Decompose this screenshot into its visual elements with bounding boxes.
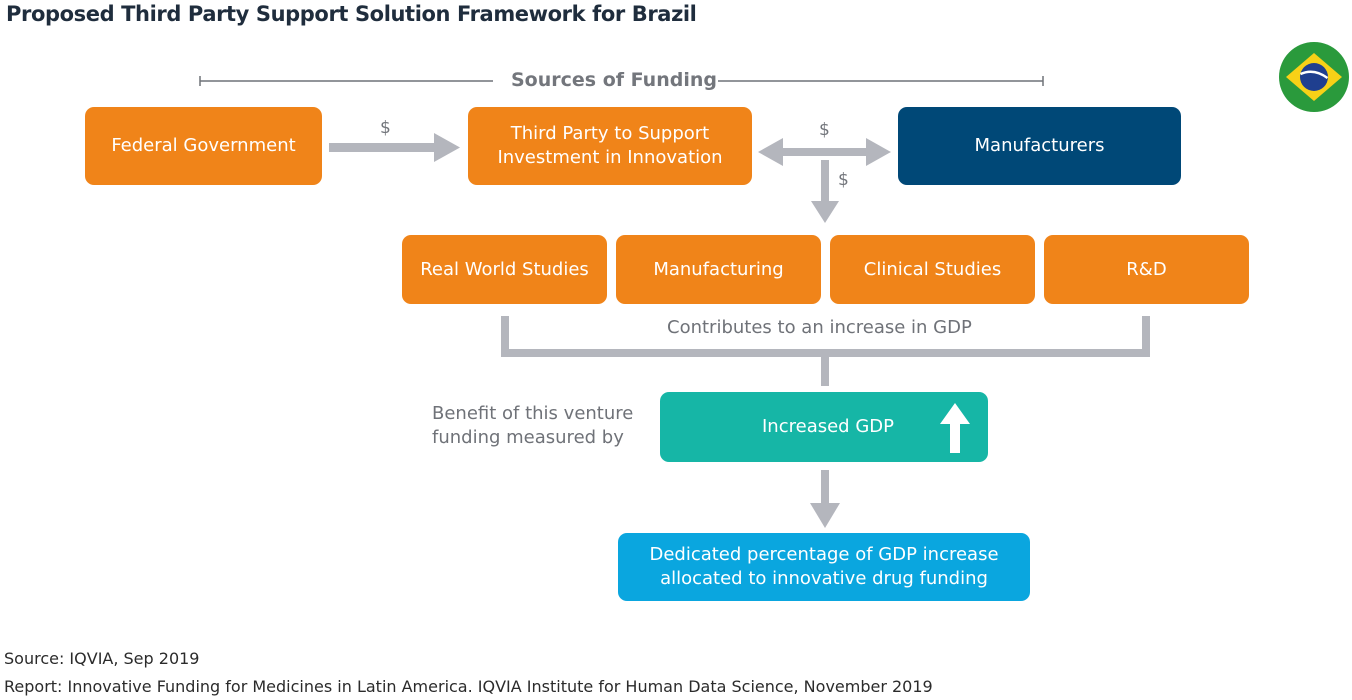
sources-of-funding-label: Sources of Funding [511,69,717,91]
increased-gdp-box: Increased GDP [660,392,988,462]
page-title: Proposed Third Party Support Solution Fr… [6,2,697,26]
real-world-studies-box: Real World Studies [402,235,607,304]
arrow-down-to-dedicated [810,470,840,528]
clinical-studies-box: Clinical Studies [830,235,1035,304]
brazil-flag-icon [1278,41,1350,113]
arrow-up-icon [939,402,971,454]
dollar-label-research: $ [838,170,849,190]
dollar-label-manufacturers: $ [819,120,830,140]
arrow-federal-to-third-party [329,133,460,162]
manufacturing-box: Manufacturing [616,235,821,304]
rd-box: R&D [1044,235,1249,304]
arrow-third-party-manufacturers [758,138,891,166]
manufacturers-box: Manufacturers [898,107,1181,185]
arrow-down-to-research [811,160,839,223]
source-footnote: Source: IQVIA, Sep 2019 [4,649,200,668]
dedicated-percentage-box: Dedicated percentage of GDP increase all… [618,533,1030,601]
third-party-box: Third Party to Support Investment in Inn… [468,107,752,185]
sources-bracket [199,76,1044,86]
report-footnote: Report: Innovative Funding for Medicines… [4,677,933,696]
dollar-label-federal: $ [380,118,391,138]
federal-government-box: Federal Government [85,107,322,185]
benefit-label-line2: funding measured by [432,427,624,448]
contributes-label: Contributes to an increase in GDP [667,317,972,338]
benefit-label-line1: Benefit of this venture [432,403,634,424]
increased-gdp-label: Increased GDP [762,416,894,437]
gdp-bracket [501,316,1150,386]
